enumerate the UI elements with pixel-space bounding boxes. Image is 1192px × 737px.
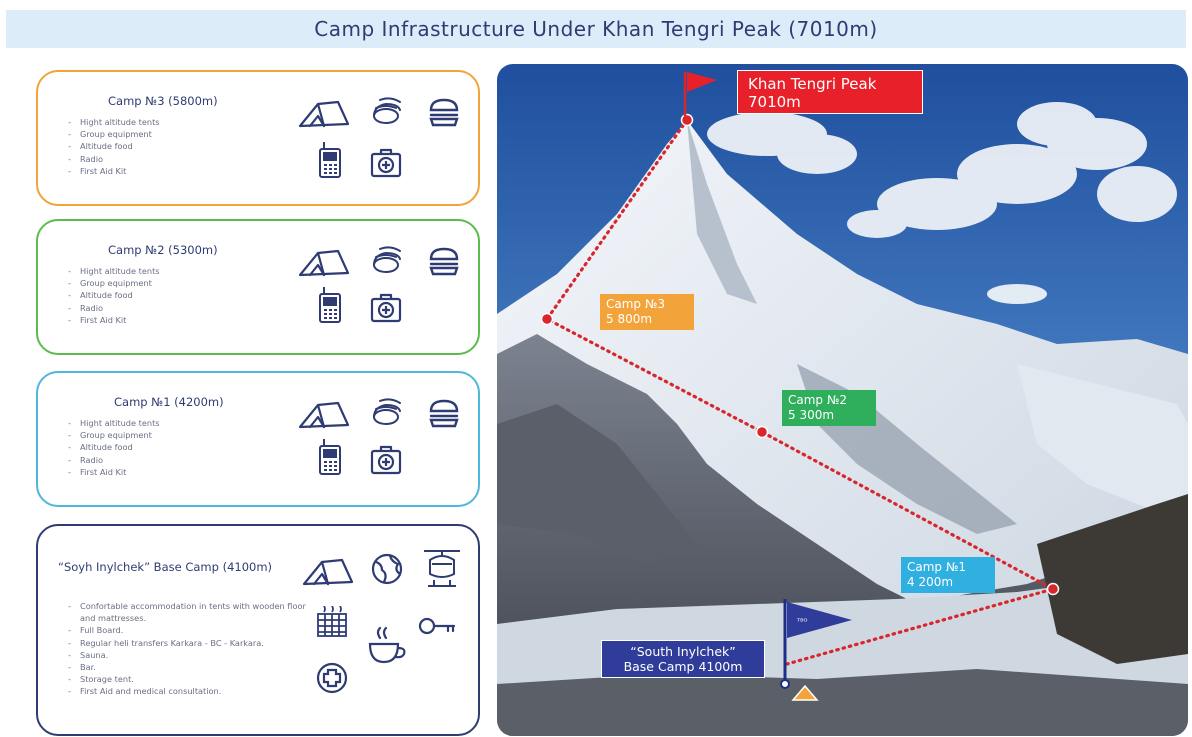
camp1-card-title: Camp №1 (4200m) <box>114 395 224 409</box>
camp2-label-name: Camp №2 <box>788 393 847 407</box>
list-item: Radio <box>68 302 160 314</box>
camp2-label-altitude: 5 300m <box>788 408 835 422</box>
list-item: Hight altitude tents <box>68 116 160 128</box>
camp1-equipment-list: Hight altitude tents Group equipment Alt… <box>68 417 160 478</box>
tent-icon <box>302 558 354 586</box>
list-item: Regular heli transfers Karkara - BC - Ka… <box>68 637 318 649</box>
list-item: Altitude food <box>68 140 160 152</box>
base-camp-card-title: “Soyh Inylchek” Base Camp (4100m) <box>58 560 273 574</box>
radio-icon <box>319 287 341 323</box>
sauna-icon <box>317 606 347 637</box>
food-icon <box>429 98 459 127</box>
key-icon <box>418 617 456 635</box>
camp3-card: Camp №3 (5800m) Hight altitude tents Gro… <box>36 70 480 206</box>
list-item: Hight altitude tents <box>68 417 160 429</box>
list-item: First Aid Kit <box>68 165 160 177</box>
cup-icon <box>368 626 406 664</box>
summit-flag-icon <box>687 72 717 92</box>
camp3-label-altitude: 5 800m <box>606 312 653 326</box>
page-title: Camp Infrastructure Under Khan Tengri Pe… <box>314 17 878 41</box>
svg-text:ᵀᴮᴼ: ᵀᴮᴼ <box>796 617 808 626</box>
camp1-card: Camp №1 (4200m) Hight altitude tents Gro… <box>36 371 480 507</box>
sleeping-bag-icon <box>373 398 401 425</box>
camp1-label-altitude: 4 200m <box>907 575 954 589</box>
list-item: Altitude food <box>68 441 160 453</box>
radio-icon <box>319 439 341 475</box>
base-camp-flag-icon <box>787 602 852 638</box>
peak-label: Khan Tengri Peak 7010m <box>737 70 923 114</box>
camp3-card-title: Camp №3 (5800m) <box>108 94 218 108</box>
camp2-card: Camp №2 (5300m) Hight altitude tents Gro… <box>36 219 480 355</box>
sleeping-bag-icon <box>373 246 401 273</box>
peak-label-altitude: 7010m <box>748 93 801 111</box>
list-item: Group equipment <box>68 429 160 441</box>
camp3-label: Camp №3 5 800m <box>600 294 694 330</box>
base-camp-label-name: “South Inylchek” <box>630 644 736 659</box>
camp3-label-name: Camp №3 <box>606 297 665 311</box>
first-aid-kit-icon <box>370 293 402 323</box>
list-item: Sauna. <box>68 649 318 661</box>
clouds <box>707 102 1177 304</box>
camp2-label: Camp №2 5 300m <box>782 390 876 426</box>
camp1-label: Camp №1 4 200m <box>901 557 995 593</box>
tent-icon <box>298 100 350 128</box>
list-item: Storage tent. <box>68 673 318 685</box>
food-icon <box>429 399 459 428</box>
list-item: Group equipment <box>68 277 160 289</box>
camp3-marker <box>540 312 554 326</box>
list-item: First Aid and medical consultation. <box>68 685 318 697</box>
camp2-card-title: Camp №2 (5300m) <box>108 243 218 257</box>
list-item: Hight altitude tents <box>68 265 160 277</box>
list-item: Full Board. <box>68 624 318 636</box>
first-aid-kit-icon <box>370 148 402 178</box>
peak-marker <box>680 113 694 127</box>
globe-icon <box>371 553 403 585</box>
sleeping-bag-icon <box>373 97 401 124</box>
camp1-label-name: Camp №1 <box>907 560 966 574</box>
list-item: Radio <box>68 454 160 466</box>
base-camp-label: “South Inylchek” Base Camp 4100m <box>601 640 765 678</box>
camp2-marker <box>755 425 769 439</box>
list-item: First Aid Kit <box>68 466 160 478</box>
base-camp-amenities-list: Confortable accommodation in tents with … <box>68 600 318 698</box>
list-item: Altitude food <box>68 289 160 301</box>
camp2-equipment-list: Hight altitude tents Group equipment Alt… <box>68 265 160 326</box>
base-camp-card: “Soyh Inylchek” Base Camp (4100m) Confor… <box>36 524 480 736</box>
radio-icon <box>319 142 341 178</box>
peak-label-name: Khan Tengri Peak <box>748 75 877 93</box>
tent-icon <box>298 249 350 277</box>
list-item: Group equipment <box>68 128 160 140</box>
tent-icon <box>298 401 350 429</box>
first-aid-kit-icon <box>370 445 402 475</box>
list-item: First Aid Kit <box>68 314 160 326</box>
list-item: Bar. <box>68 661 318 673</box>
camp3-equipment-list: Hight altitude tents Group equipment Alt… <box>68 116 160 177</box>
base-camp-tent-icon <box>791 684 819 701</box>
mountain-route-map: ᵀᴮᴼ Khan Tengri Peak 7010m Camp №3 5 800… <box>497 64 1188 736</box>
list-item: Radio <box>68 153 160 165</box>
list-item: Confortable accommodation in tents with … <box>68 600 318 624</box>
food-icon <box>429 247 459 276</box>
medical-cross-icon <box>316 662 348 694</box>
camp1-marker <box>1046 582 1060 596</box>
base-camp-label-altitude: Base Camp 4100m <box>623 659 743 674</box>
helicopter-icon <box>423 550 461 587</box>
title-banner: Camp Infrastructure Under Khan Tengri Pe… <box>6 10 1186 48</box>
